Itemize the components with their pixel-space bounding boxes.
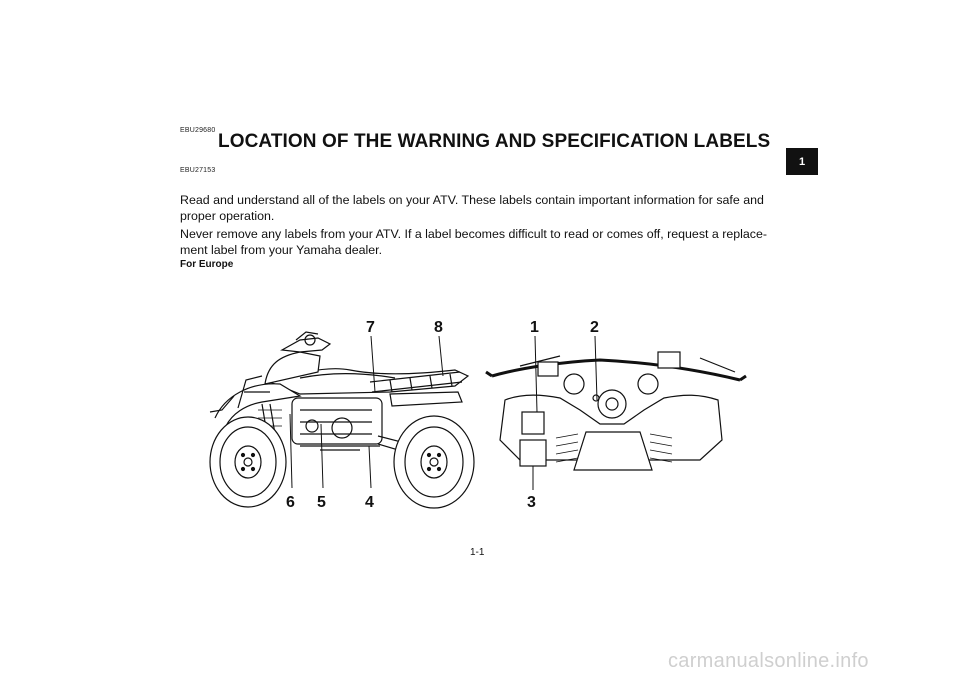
page-title: LOCATION OF THE WARNING AND SPECIFICATIO…: [218, 131, 771, 152]
callout-4: 4: [365, 494, 374, 511]
region-subheading: For Europe: [180, 259, 234, 270]
callout-3: 3: [527, 494, 536, 511]
body-code: EBU27153: [180, 167, 216, 174]
callout-6: 6: [286, 494, 295, 511]
watermark: carmanualsonline.info: [668, 650, 869, 672]
page-number: 1-1: [470, 547, 485, 558]
intro-paragraph: Read and understand all of the labels on…: [180, 193, 764, 223]
callout-7: 7: [366, 319, 375, 336]
atv-side-view: [209, 331, 475, 509]
callout-1: 1: [530, 319, 539, 336]
callout-8: 8: [434, 319, 443, 336]
callout-2: 2: [590, 319, 599, 336]
atv-front-view: [485, 351, 747, 471]
section-code: EBU29680: [180, 127, 216, 134]
callout-5: 5: [317, 494, 326, 511]
callout-leaders: [289, 335, 598, 490]
removal-paragraph: Never remove any labels from your ATV. I…: [180, 227, 768, 257]
chapter-tab: 1: [786, 148, 818, 175]
